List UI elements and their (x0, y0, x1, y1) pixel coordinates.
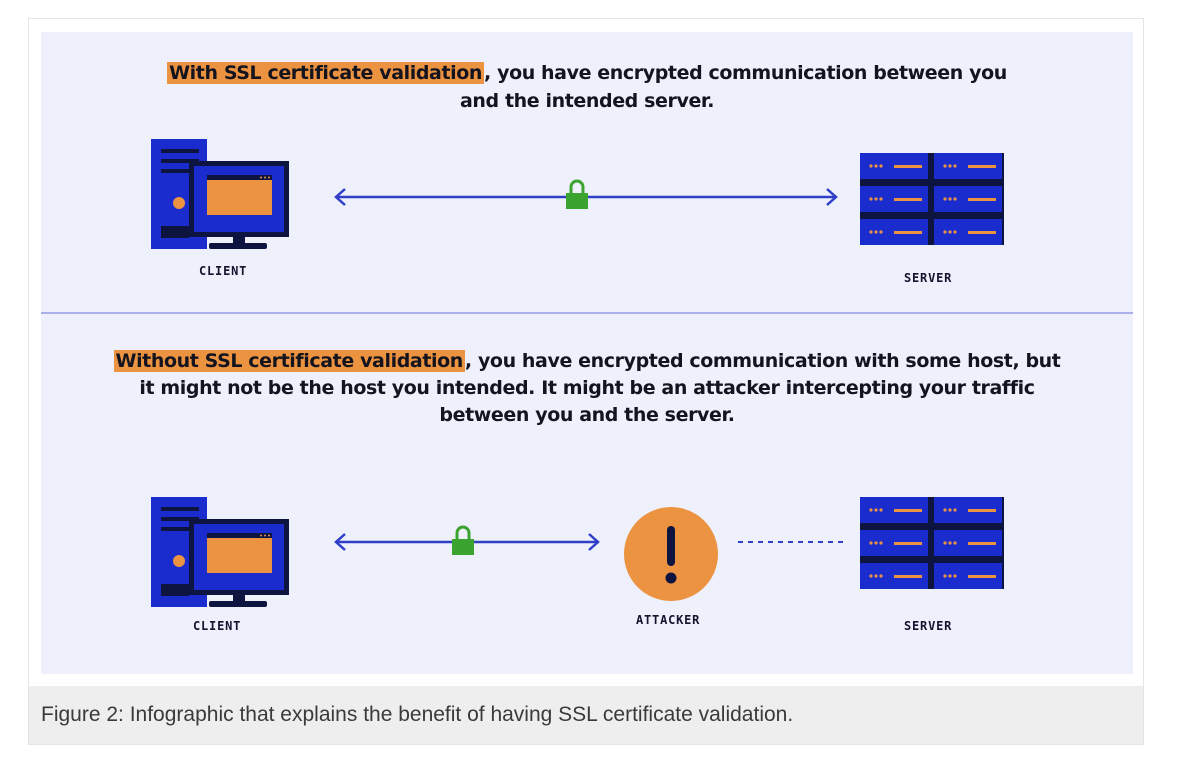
bottom-heading-rest: , you have encrypted communication with … (464, 350, 1061, 372)
bottom-heading-line2: it might not be the host you intended. I… (139, 377, 1035, 399)
top-heading-line2: and the intended server. (459, 90, 715, 112)
top-server-label: SERVER (904, 271, 953, 285)
top-heading-highlight: With SSL certificate validation (167, 62, 485, 84)
bottom-heading: Without SSL certificate validation, you … (41, 348, 1133, 429)
server-rack-icon (860, 497, 1004, 589)
top-heading-rest: , you have encrypted communication betwe… (484, 62, 1007, 84)
server-rack-icon (860, 153, 1004, 245)
section-divider (41, 312, 1133, 314)
client-computer-icon (151, 139, 289, 249)
padlock-icon (450, 525, 476, 555)
attacker-label: ATTACKER (636, 613, 701, 627)
bottom-client-label: CLIENT (193, 619, 242, 633)
bottom-server-label: SERVER (904, 619, 953, 633)
figure-caption: Figure 2: Infographic that explains the … (29, 686, 1143, 744)
padlock-icon (564, 179, 590, 209)
client-computer-icon (151, 497, 289, 607)
top-client-label: CLIENT (199, 264, 248, 278)
bottom-heading-line3: between you and the server. (439, 404, 735, 426)
top-heading: With SSL certificate validation, you hav… (41, 59, 1133, 115)
infographic-panel: With SSL certificate validation, you hav… (41, 32, 1133, 674)
dotted-connection-line (738, 541, 846, 543)
exclamation-circle-icon (624, 507, 718, 601)
figure: With SSL certificate validation, you hav… (28, 18, 1144, 745)
bottom-heading-highlight: Without SSL certificate validation (113, 350, 465, 372)
